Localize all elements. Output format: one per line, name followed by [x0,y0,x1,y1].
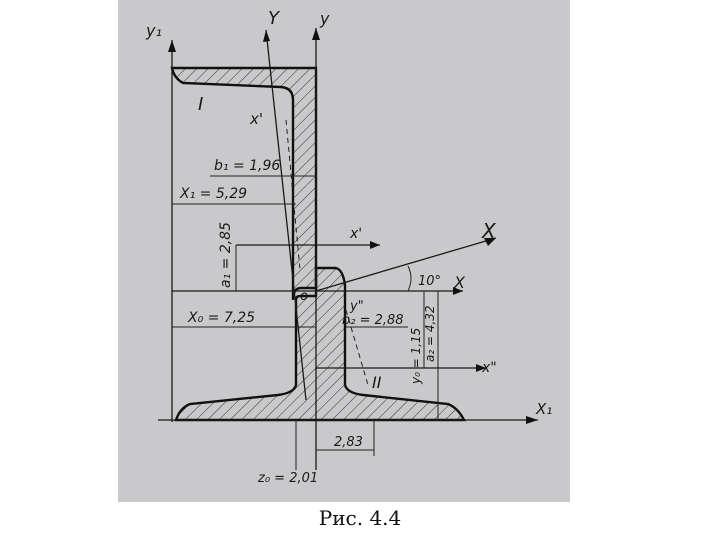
axis-y-dprime-line [345,309,369,386]
arrow-Y [263,30,270,42]
label-axis-y: y [319,9,330,28]
axis-Y-line [265,29,307,401]
label-dim-x0: X₀ = 7,25 [187,310,255,326]
label-dim-a2: a₂ = 4,32 [423,305,437,362]
label-dim-y0: y₀ = 1,15 [409,328,423,385]
label-dim-b2: b₂ = 2,88 [342,313,404,328]
label-dim-a1: a₁ = 2,85 [218,222,234,288]
scanned-drawing-sheet: y₁ Y y I x' b₁ = 1,96 X₁ = 5,29 x' X a₁ … [118,0,570,502]
angle-section-I [170,66,318,301]
section-diagram: y₁ Y y I x' b₁ = 1,96 X₁ = 5,29 x' X a₁ … [145,8,552,486]
label-part-II: II [372,373,382,392]
label-angle: 10° [418,274,441,289]
arrow-X [484,238,496,246]
label-axis-y-dprime: y" [349,299,364,314]
label-axis-x-prime: x' [349,226,362,242]
figure-caption: Рис. 4.4 [318,506,402,530]
label-axis-X: X [481,219,497,243]
arrow-x [453,287,463,295]
arrow-x-prime [370,241,380,249]
axis-y-prime-line [285,119,301,271]
label-axis-x-dprime: x" [481,360,497,376]
label-dim-z0: z₀ = 2,01 [257,471,318,486]
label-dim-x1: X₁ = 5,29 [179,186,247,202]
angle-arc [407,265,412,292]
label-dim-283: 2,83 [334,435,363,450]
arrow-y1 [168,40,176,52]
label-axis-x1: X₁ [535,400,552,418]
label-dim-b1: b₁ = 1,96 [214,158,280,174]
arrow-x1 [526,416,538,424]
arrow-y [312,28,320,40]
label-axis-y-prime: x' [249,110,263,128]
label-origin: o [300,289,308,304]
arrow-x-dprime [476,364,486,372]
label-axis-Y: Y [268,8,281,29]
axis-X-line [315,237,497,292]
label-axis-x-small: X [453,273,466,292]
label-part-I: I [198,94,203,115]
label-axis-y1: y₁ [145,21,162,40]
